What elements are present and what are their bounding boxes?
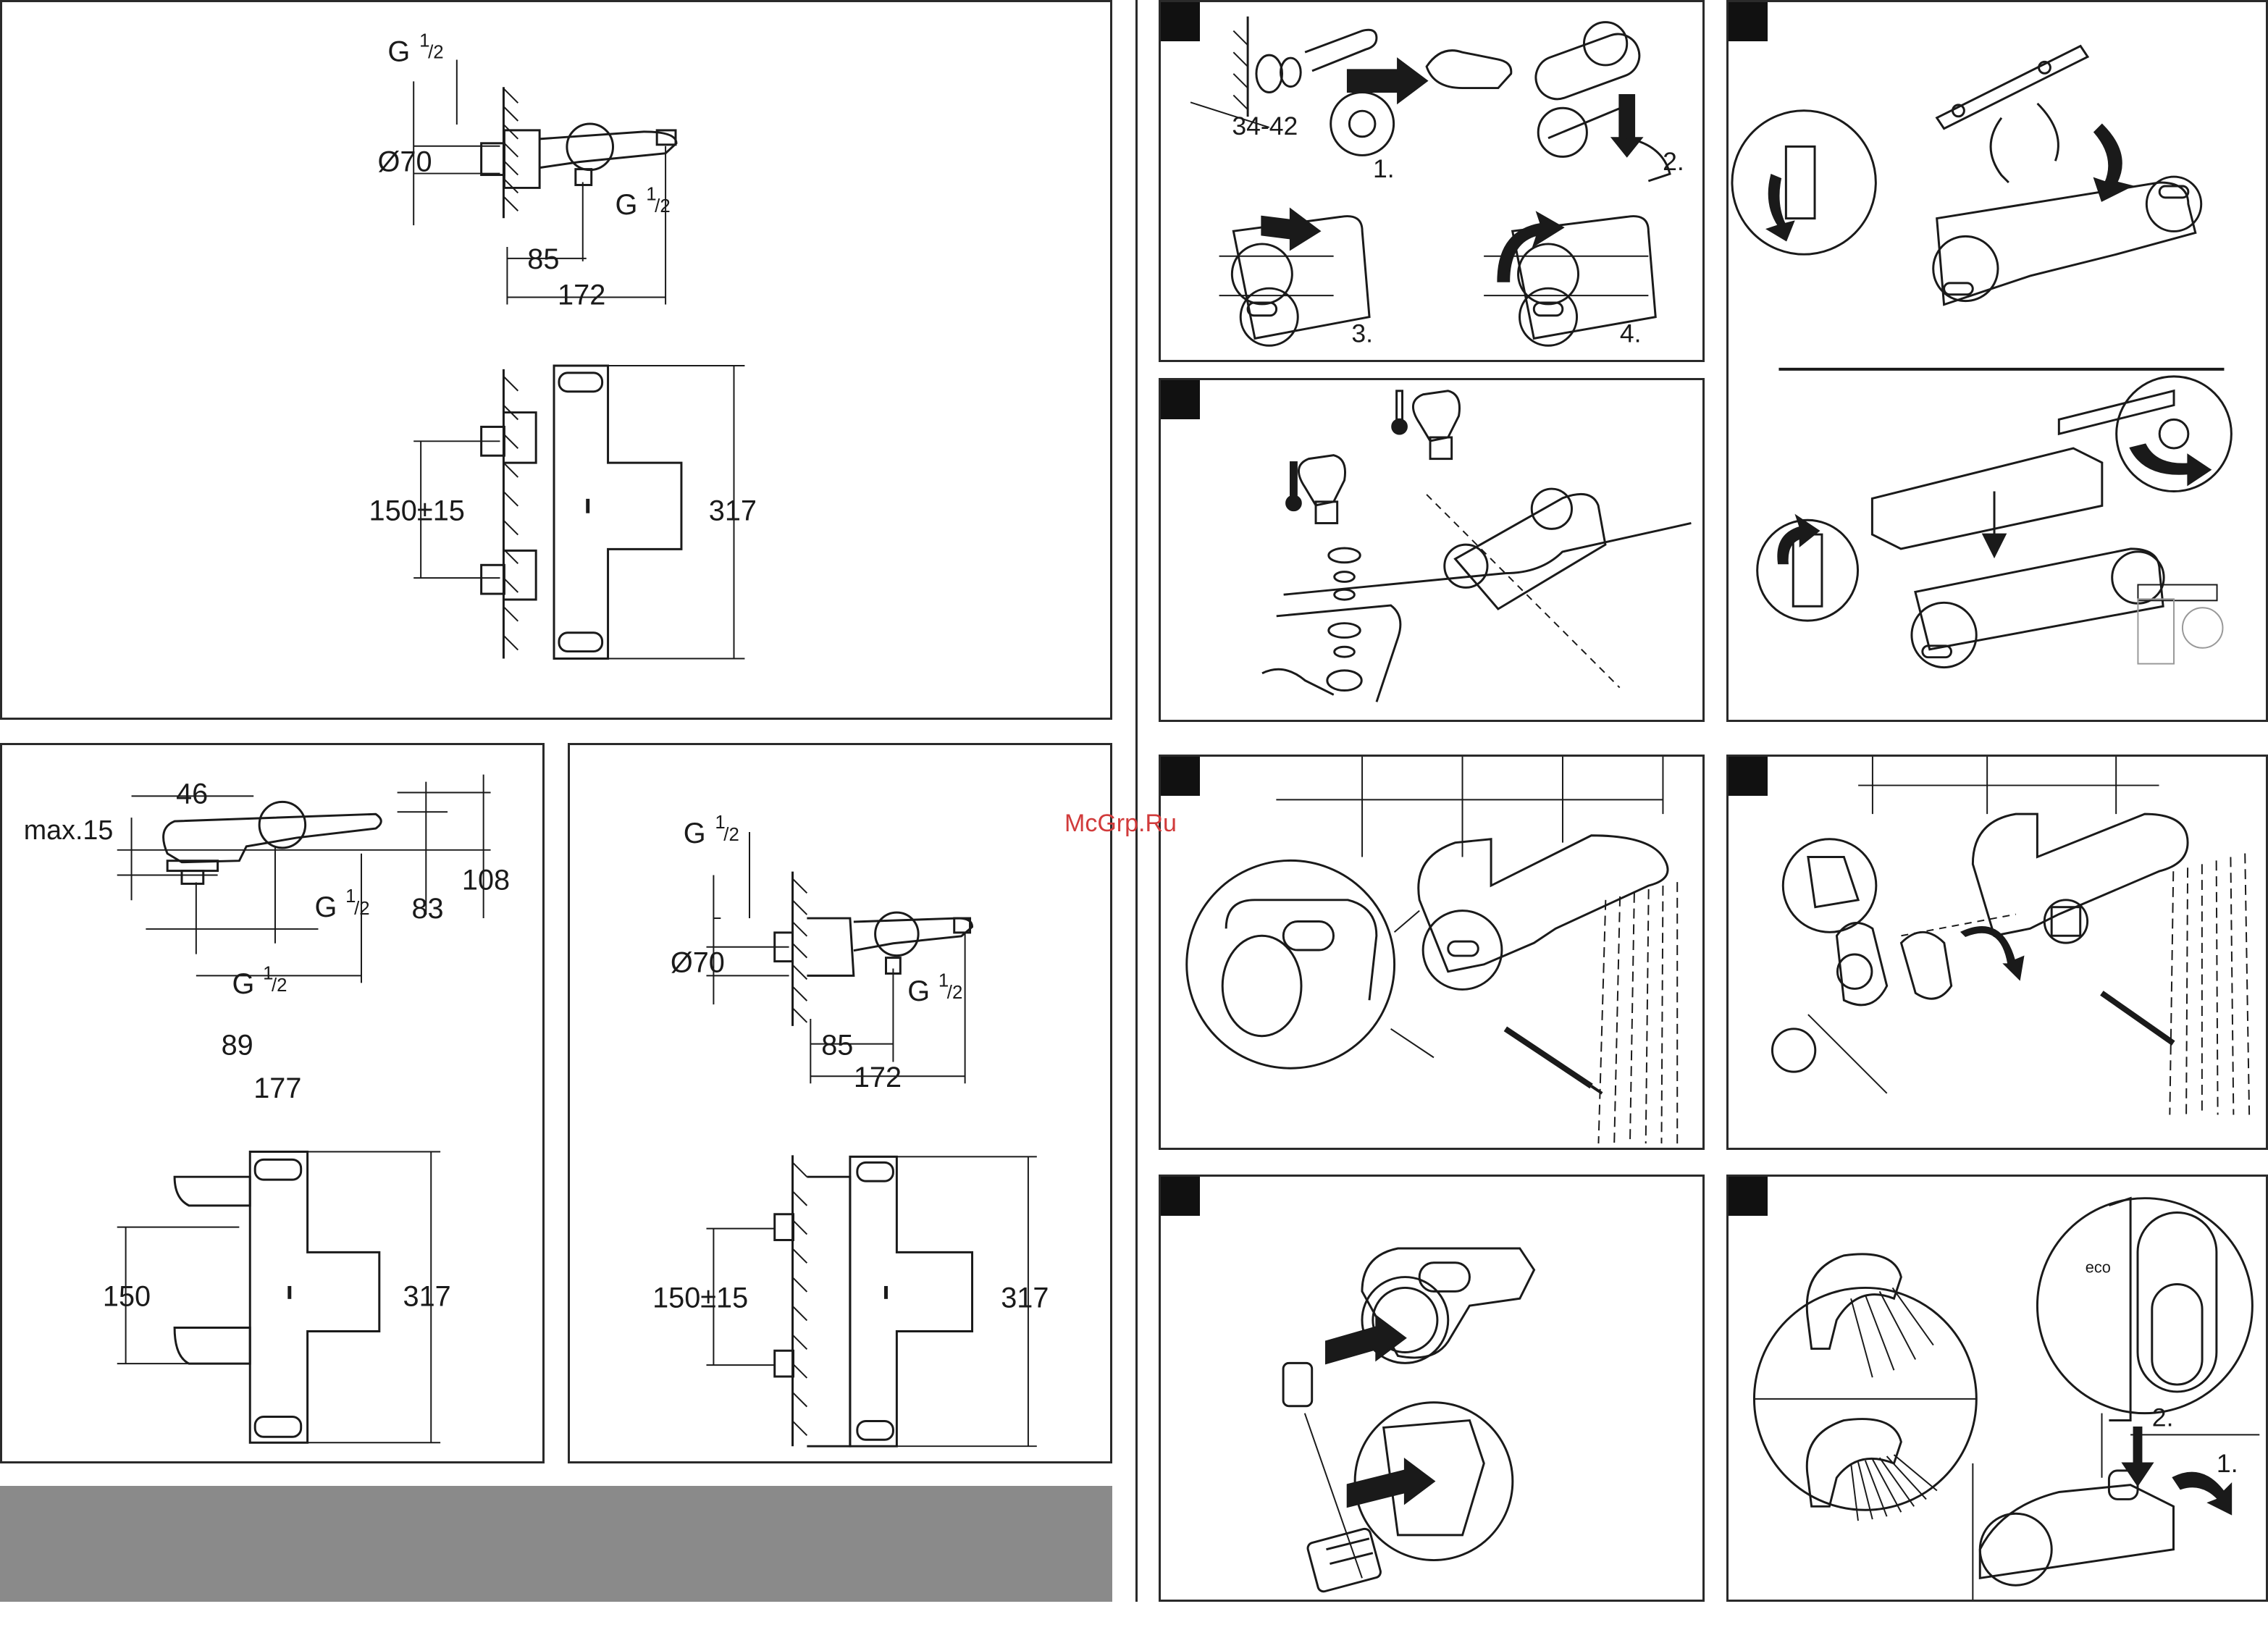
thread-top-label: G	[684, 818, 706, 849]
footer-gray-bar	[0, 1486, 1112, 1602]
svg-text:/2: /2	[428, 43, 444, 63]
dim-317-label: 317	[1001, 1282, 1049, 1314]
install-illustration: 34-42 1. 2. 3. 4.	[1161, 2, 1702, 360]
dimension-drawing: 46 max.15 G 1 /2 83 108 G 1 /2 89 177 15…	[2, 745, 542, 1461]
step-3-label: 3.	[1351, 319, 1373, 348]
connector-illustration	[1161, 380, 1702, 720]
step-2-label: 2.	[1663, 147, 1684, 176]
dim-85-label: 85	[821, 1030, 853, 1062]
dim-max-label: max.15	[24, 815, 114, 845]
panel-step-flow-selector: eco 2. 1.	[1726, 1175, 2268, 1602]
dim-172-label: 172	[558, 279, 605, 311]
dim-height-label: 317	[709, 495, 757, 527]
diameter-label: Ø70	[377, 146, 432, 178]
thread-bottom-label: G	[616, 189, 638, 221]
temperature-illustration	[1161, 757, 1702, 1148]
panel-step-handle	[1159, 1175, 1705, 1602]
svg-text:/2: /2	[655, 196, 671, 217]
dimension-drawing: G 1 /2 Ø70 G 1 /2 85 172 150±15 317	[570, 745, 1110, 1461]
panel-step-temperature-check	[1159, 755, 1705, 1150]
svg-text:/2: /2	[354, 899, 370, 919]
dim-172-label: 172	[854, 1062, 902, 1093]
step-2-label: 2.	[2152, 1403, 2174, 1432]
thread-top-label: G	[387, 36, 410, 68]
dim-center-label: 150±15	[369, 495, 465, 527]
dim-46-label: 46	[176, 778, 208, 810]
diameter-label: Ø70	[671, 946, 725, 978]
thread-b-label: G	[232, 968, 254, 1000]
dim-center-label: 150±15	[652, 1282, 748, 1314]
panel-dimensions-wall-mount: G 1 /2 Ø70 G 1 /2 85 172 150±15 317	[0, 0, 1112, 720]
thread-bottom-label: G	[907, 975, 930, 1007]
watermark: McGrp.Ru	[1064, 810, 1177, 838]
panel-dimensions-bath-mount: 46 max.15 G 1 /2 83 108 G 1 /2 89 177 15…	[0, 743, 545, 1463]
panel-step-mount-bracket	[1726, 0, 2268, 722]
dim-317-label: 317	[403, 1281, 451, 1313]
panel-step-cartridge	[1726, 755, 2268, 1150]
dim-34-42-label: 34-42	[1232, 112, 1298, 140]
thread-a-label: G	[315, 891, 337, 923]
dim-83-label: 83	[411, 893, 443, 925]
dim-89-label: 89	[222, 1030, 253, 1062]
dim-85-label: 85	[527, 243, 559, 275]
panel-dimensions-wall-variant: G 1 /2 Ø70 G 1 /2 85 172 150±15 317	[568, 743, 1112, 1463]
page-divider	[1135, 0, 1138, 1602]
panel-step-install-connectors: 34-42 1. 2. 3. 4.	[1159, 0, 1705, 362]
cartridge-illustration	[1729, 757, 2266, 1148]
bracket-illustration	[1729, 2, 2266, 720]
step-1-label: 1.	[1373, 154, 1395, 183]
flow-selector-illustration: eco 2. 1.	[1729, 1177, 2266, 1600]
dimension-drawing: G 1 /2 Ø70 G 1 /2 85 172 150±15 317	[2, 2, 1110, 718]
svg-text:/2: /2	[723, 825, 739, 845]
dim-108-label: 108	[462, 864, 510, 896]
dim-150-label: 150	[103, 1281, 151, 1313]
svg-text:/2: /2	[272, 975, 287, 996]
eco-label: eco	[2086, 1259, 2111, 1277]
step-1-label: 1.	[2217, 1449, 2238, 1478]
step-4-label: 4.	[1620, 319, 1642, 348]
dim-177-label: 177	[253, 1072, 301, 1104]
panel-step-connector-parts	[1159, 378, 1705, 722]
svg-text:/2: /2	[947, 983, 963, 1003]
handle-illustration	[1161, 1177, 1702, 1600]
